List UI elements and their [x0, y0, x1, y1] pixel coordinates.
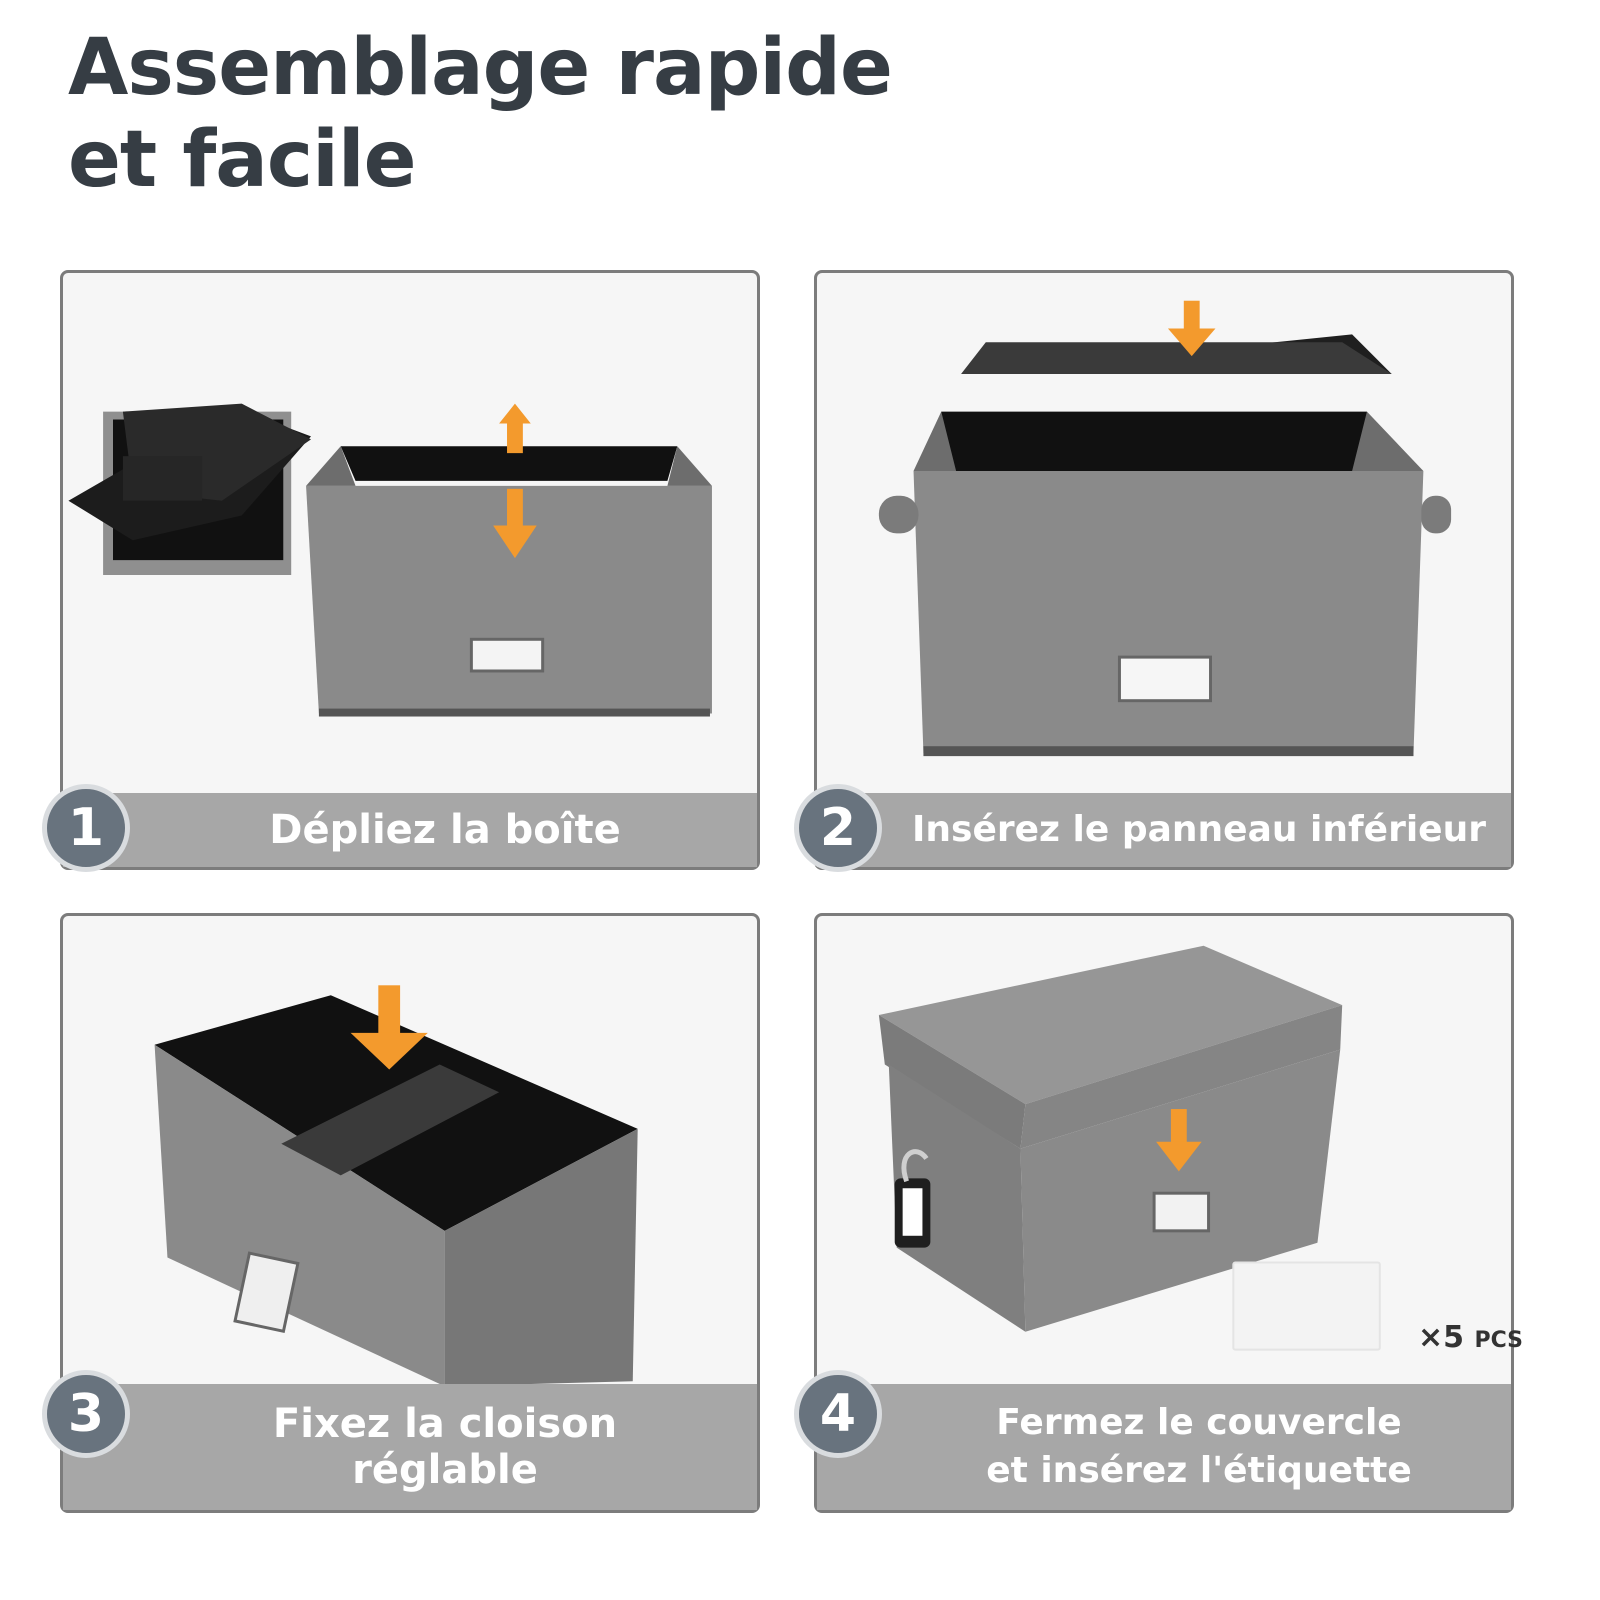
- step-4-caption-line-2: et insérez l'étiquette: [986, 1450, 1412, 1491]
- step-2-illustration: [878, 300, 1452, 757]
- closed-box: [878, 945, 1343, 1332]
- down-arrow-icon: [1167, 300, 1216, 357]
- title-line-1: Assemblage rapide: [68, 23, 893, 113]
- step-1-caption-bar: Dépliez la boîte: [63, 793, 757, 867]
- bottom-panel: [961, 334, 1392, 374]
- step-4-caption: Fermez le couvercle et insérez l'étiquet…: [817, 1399, 1511, 1495]
- down-arrow-icon: [350, 985, 428, 1070]
- tag-icon: [894, 1149, 931, 1248]
- step-2-badge: 2: [794, 784, 882, 872]
- step-3-caption: Fixez la cloison réglable: [63, 1401, 757, 1493]
- step-4-caption-line-1: Fermez le couvercle: [996, 1402, 1402, 1443]
- step-2-caption: Insérez le panneau inférieur: [912, 809, 1486, 850]
- step-4-caption-bar: Fermez le couvercle et insérez l'étiquet…: [817, 1384, 1511, 1510]
- step-4-panel: Fermez le couvercle et insérez l'étiquet…: [814, 913, 1514, 1513]
- labels-quantity: ×5 PCS: [1418, 1320, 1523, 1355]
- step-1-badge: 1: [42, 784, 130, 872]
- step-3-caption-line-1: Fixez la cloison: [272, 1401, 618, 1447]
- folded-panels: [68, 403, 312, 575]
- labels-unit: PCS: [1474, 1328, 1523, 1353]
- labels-count: ×5: [1418, 1320, 1465, 1355]
- expand-arrow-icon: [493, 403, 537, 559]
- down-arrow-icon: [1156, 1109, 1202, 1172]
- step-3-illustration: [154, 985, 638, 1387]
- step-1-caption: Dépliez la boîte: [269, 807, 621, 853]
- box-with-handles: [878, 411, 1452, 757]
- step-1-panel: Dépliez la boîte: [60, 270, 760, 870]
- step-3-caption-bar: Fixez la cloison réglable: [63, 1384, 757, 1510]
- page-title: Assemblage rapide et facile: [68, 22, 893, 206]
- step-2-caption-bar: Insérez le panneau inférieur: [817, 793, 1511, 867]
- box-with-divider: [154, 995, 638, 1387]
- label-card: [1232, 1261, 1381, 1351]
- step-4-illustration: [878, 945, 1381, 1351]
- step-3-badge: 3: [42, 1370, 130, 1458]
- open-box: [306, 446, 712, 717]
- step-3-panel: Fixez la cloison réglable: [60, 913, 760, 1513]
- step-3-caption-line-2: réglable: [352, 1447, 538, 1493]
- title-line-2: et facile: [68, 115, 417, 205]
- step-1-illustration: [68, 403, 712, 717]
- step-4-badge: 4: [794, 1370, 882, 1458]
- step-2-panel: Insérez le panneau inférieur: [814, 270, 1514, 870]
